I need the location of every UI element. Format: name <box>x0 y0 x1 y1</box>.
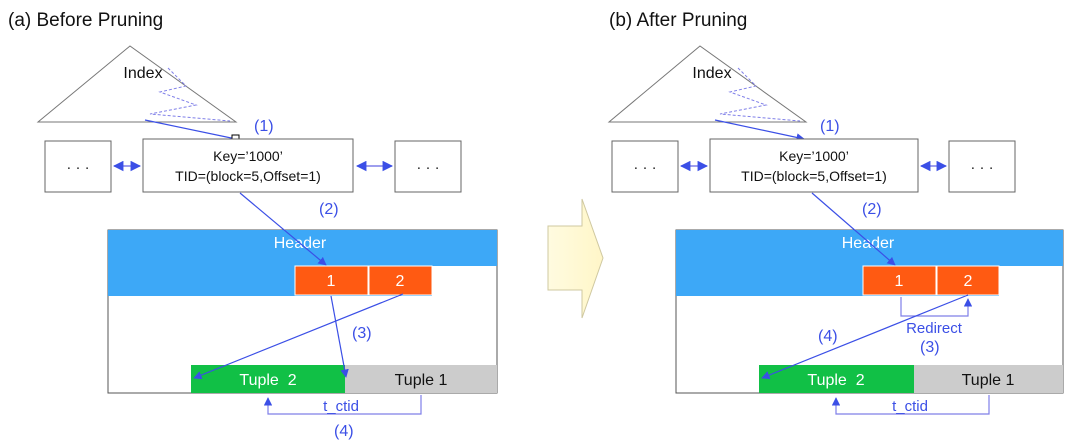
index-label: Index <box>123 65 162 82</box>
index-triangle-b: Index <box>607 45 808 123</box>
transition-arrow <box>547 198 604 319</box>
key-value-b: Key=’1000’ <box>779 148 849 164</box>
ellipsis-box-left-b <box>611 140 679 193</box>
pointer-2-to-tuple-2-arrow-b <box>761 294 969 380</box>
tuple-1-label-b: Tuple 1 <box>962 372 1015 389</box>
step-2-label: (2) <box>319 201 339 218</box>
tctid-label-b: t_ctid <box>892 398 928 415</box>
line-pointer-1-label: 1 <box>327 273 336 290</box>
ellipsis-box-right-b <box>948 140 1016 193</box>
step-3-label-b: (3) <box>920 339 940 356</box>
tctid-label: t_ctid <box>323 398 359 415</box>
panel-before-pruning: (a) Before Pruning Index (1) · · · Key=’… <box>8 10 498 440</box>
panel-b-title: (b) After Pruning <box>609 10 747 31</box>
tuple-1-label: Tuple 1 <box>395 372 448 389</box>
index-to-key-line <box>144 119 237 140</box>
pointer-1-to-tuple-1-arrow <box>330 295 349 378</box>
index-key-box <box>142 138 354 193</box>
tuple-2-live-b <box>759 365 914 393</box>
key-to-pointer-arrow <box>239 192 327 266</box>
ellipsis-box-left <box>44 140 112 193</box>
step-1-label: (1) <box>254 118 274 135</box>
index-label-b: Index <box>692 65 731 82</box>
tid-value-b: TID=(block=5,Offset=1) <box>741 168 887 184</box>
step-4-label-b: (4) <box>818 328 838 345</box>
step-4-label: (4) <box>334 423 354 440</box>
key-value: Key=’1000’ <box>213 148 283 164</box>
pointer-2-to-tuple-2-arrow <box>193 293 404 380</box>
line-pointer-2-label-b: 2 <box>964 273 973 290</box>
line-pointer-1-b <box>862 265 937 296</box>
ellipsis-left-b: · · · <box>633 159 656 176</box>
step-1-label-b: (1) <box>820 118 840 135</box>
tctid-arrow <box>263 395 422 415</box>
tuple-1-dead-b <box>914 365 1063 393</box>
header-label-b: Header <box>842 235 895 252</box>
tid-value: TID=(block=5,Offset=1) <box>175 168 321 184</box>
tuple-2-live <box>191 365 345 393</box>
redirect-arrow <box>900 297 973 317</box>
step-3-label: (3) <box>352 325 372 342</box>
step-2-label-b: (2) <box>862 201 882 218</box>
index-key-box-b <box>709 138 919 193</box>
line-pointer-2-label: 2 <box>396 273 405 290</box>
tuple-2-label: Tuple 2 <box>239 372 296 389</box>
ellipsis-right-b: · · · <box>970 159 993 176</box>
redirect-label: Redirect <box>906 320 963 337</box>
line-pointer-2-b <box>936 265 1000 296</box>
panel-after-pruning: (b) After Pruning Index (1) · · · Key=’1… <box>607 10 1064 415</box>
ellipsis-right: · · · <box>416 159 439 176</box>
key-to-pointer-arrow-b <box>811 192 896 266</box>
ellipsis-left: · · · <box>66 159 89 176</box>
tctid-arrow-b <box>831 395 990 415</box>
index-triangle: Index <box>36 45 238 123</box>
tuple-2-label-b: Tuple 2 <box>807 372 864 389</box>
line-pointer-1 <box>294 265 369 296</box>
panel-a-title: (a) Before Pruning <box>8 10 163 31</box>
ellipsis-box-right <box>394 140 462 193</box>
index-to-key-arrow-b <box>714 119 805 142</box>
line-pointer-2 <box>368 265 433 296</box>
line-pointer-1-label-b: 1 <box>895 273 904 290</box>
tuple-1-dead <box>345 365 497 393</box>
